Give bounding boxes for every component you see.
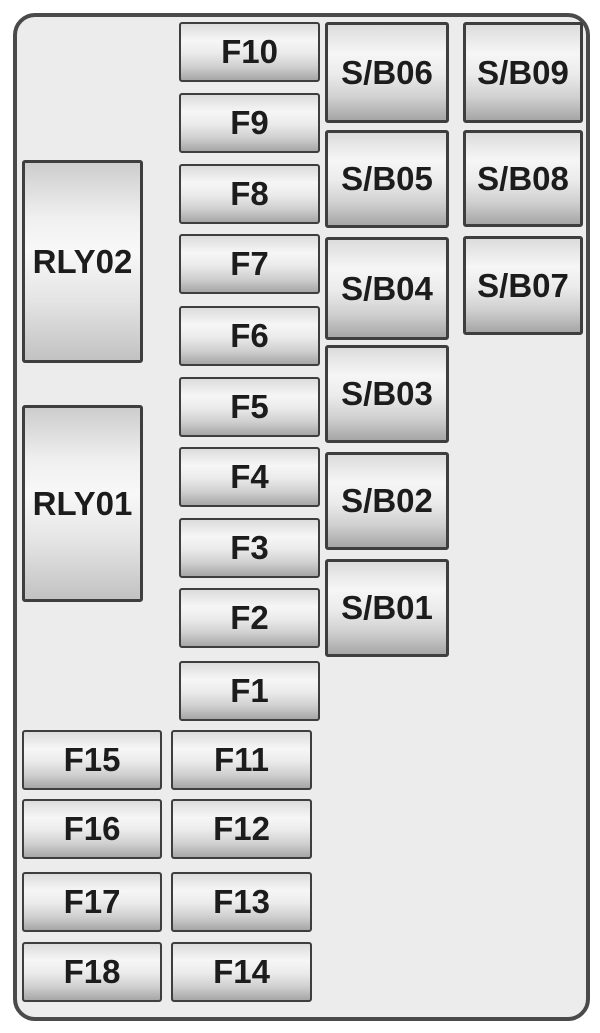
sb-box-sb06: S/B06 bbox=[325, 22, 449, 123]
fuse-box-f11: F11 bbox=[171, 730, 312, 790]
fuse-box-f16: F16 bbox=[22, 799, 162, 859]
fuse-box-f6: F6 bbox=[179, 306, 320, 366]
fuse-box-f8: F8 bbox=[179, 164, 320, 224]
fuse-box-f12: F12 bbox=[171, 799, 312, 859]
sb-box-sb03: S/B03 bbox=[325, 345, 449, 443]
sb-box-sb01: S/B01 bbox=[325, 559, 449, 657]
fuse-box-f18: F18 bbox=[22, 942, 162, 1002]
sb-box-sb09: S/B09 bbox=[463, 22, 583, 123]
sb-box-sb02: S/B02 bbox=[325, 452, 449, 550]
fuse-box-f9: F9 bbox=[179, 93, 320, 153]
sb-box-sb07: S/B07 bbox=[463, 236, 583, 335]
fuse-box-f3: F3 bbox=[179, 518, 320, 578]
sb-box-sb08: S/B08 bbox=[463, 130, 583, 227]
fuse-box-f13: F13 bbox=[171, 872, 312, 932]
sb-box-sb04: S/B04 bbox=[325, 237, 449, 340]
fuse-box-f2: F2 bbox=[179, 588, 320, 648]
fuse-box-f4: F4 bbox=[179, 447, 320, 507]
relay-box-rly02: RLY02 bbox=[22, 160, 143, 363]
fuse-box-f14: F14 bbox=[171, 942, 312, 1002]
relay-box-rly01: RLY01 bbox=[22, 405, 143, 602]
fuse-box-f17: F17 bbox=[22, 872, 162, 932]
fuse-box-f10: F10 bbox=[179, 22, 320, 82]
fuse-box-f15: F15 bbox=[22, 730, 162, 790]
fuse-box-f5: F5 bbox=[179, 377, 320, 437]
fuse-box-f1: F1 bbox=[179, 661, 320, 721]
sb-box-sb05: S/B05 bbox=[325, 130, 449, 228]
fuse-box-f7: F7 bbox=[179, 234, 320, 294]
